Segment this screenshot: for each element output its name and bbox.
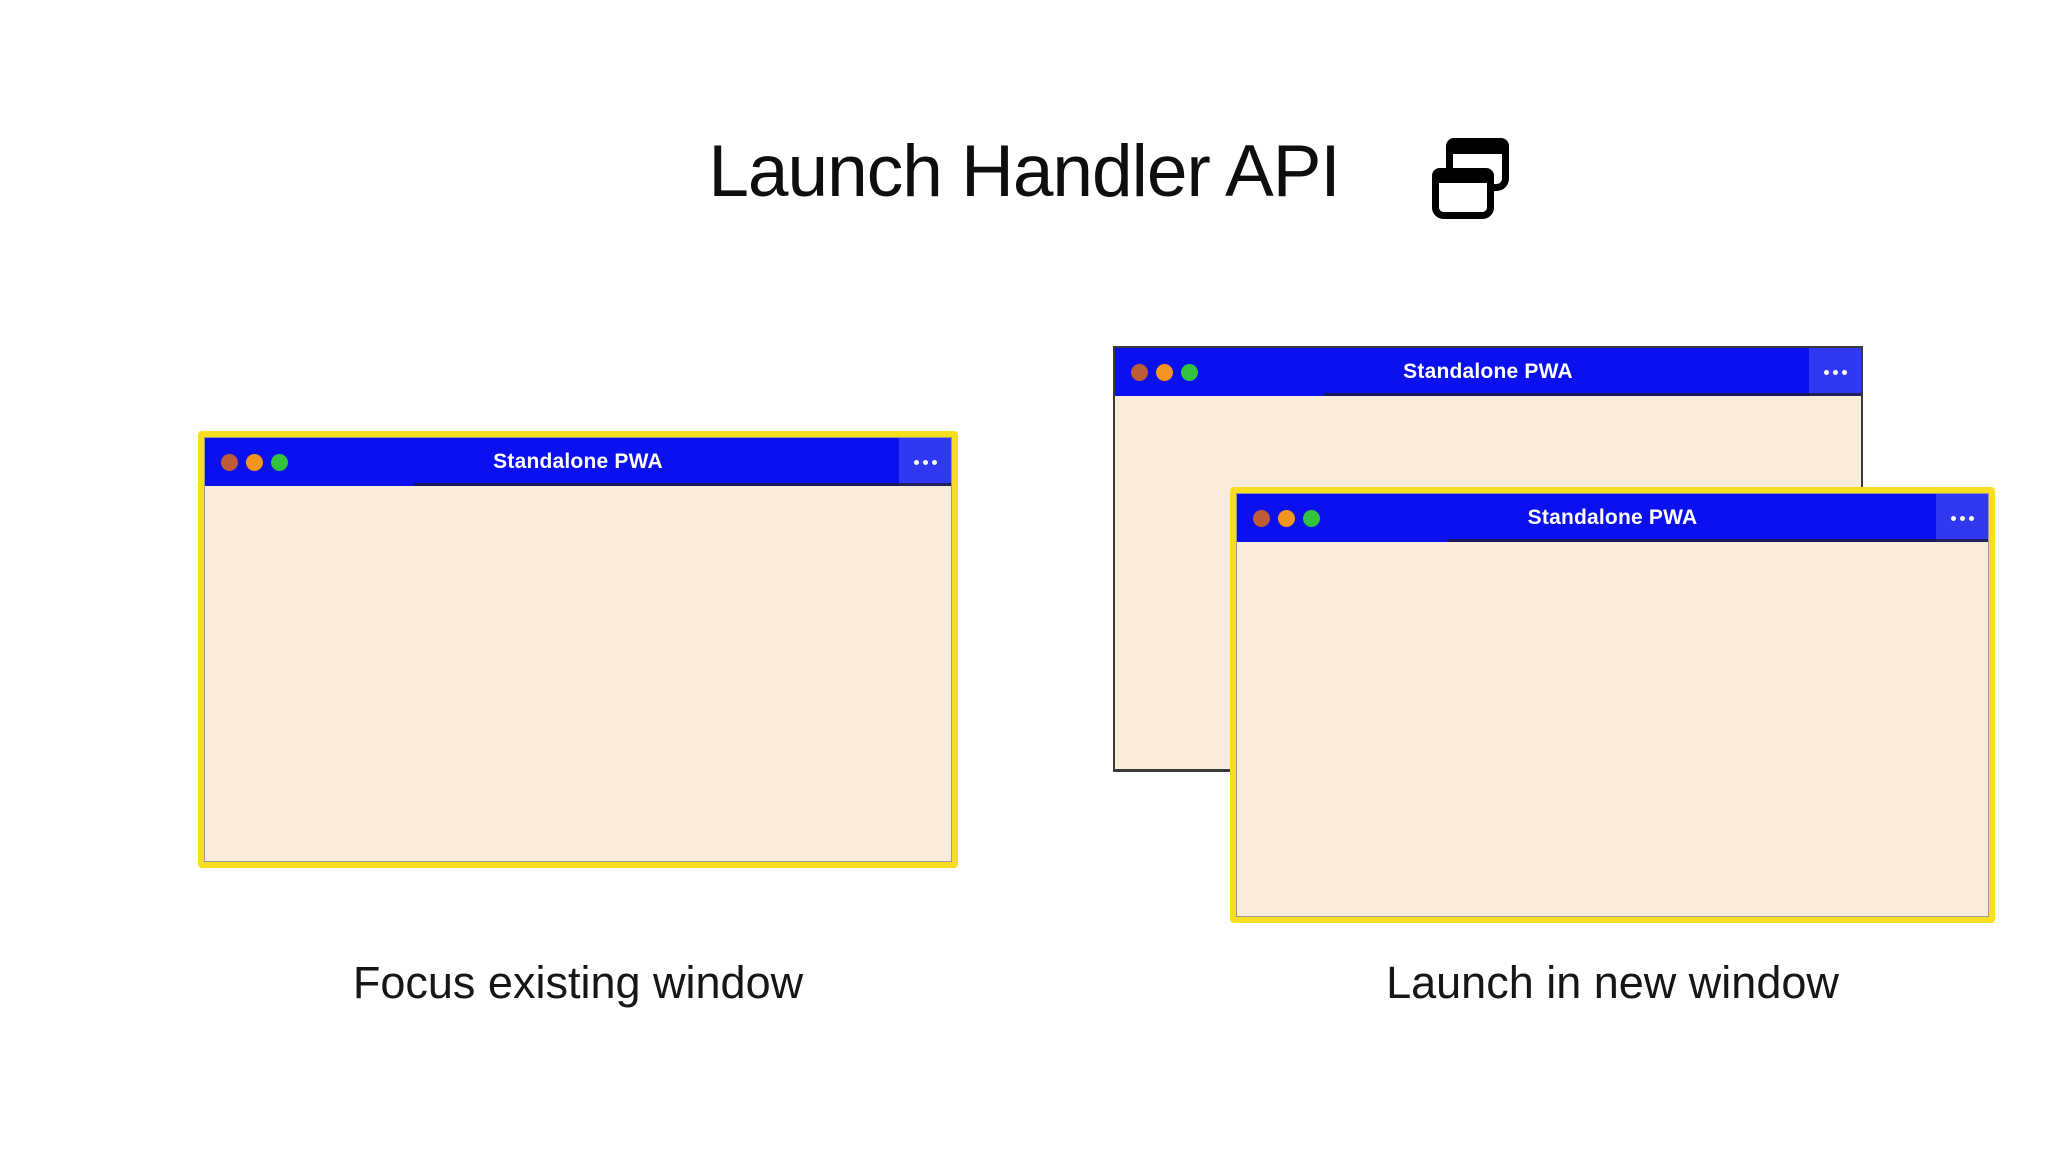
- pwa-window-new: Standalone PWA: [1230, 487, 1995, 923]
- traffic-light-green-icon: [1303, 509, 1320, 527]
- overlapping-windows-icon: [1432, 138, 1510, 220]
- caption-launch-new: Launch in new window: [1386, 957, 1839, 1008]
- traffic-light-green-icon: [1181, 363, 1198, 381]
- more-menu-icon: [1936, 494, 1988, 542]
- titlebar: Standalone PWA: [1237, 494, 1988, 542]
- window-title: Standalone PWA: [493, 450, 663, 473]
- window-frame: Standalone PWA: [1236, 493, 1989, 917]
- titlebar: Standalone PWA: [1115, 348, 1861, 396]
- window-body: [1237, 542, 1988, 916]
- pwa-window-focused: Standalone PWA: [198, 431, 958, 868]
- window-title: Standalone PWA: [1527, 506, 1698, 529]
- window-body: [205, 486, 951, 861]
- traffic-lights: [1253, 494, 1320, 542]
- caption-focus-existing: Focus existing window: [352, 957, 804, 1008]
- traffic-lights: [221, 438, 288, 486]
- traffic-light-green-icon: [271, 453, 288, 471]
- titlebar: Standalone PWA: [205, 438, 951, 486]
- traffic-light-red-icon: [1253, 509, 1270, 527]
- traffic-lights: [1131, 348, 1198, 396]
- more-menu-icon: [1809, 348, 1861, 396]
- more-menu-icon: [899, 438, 951, 486]
- page-title: Launch Handler API: [708, 131, 1340, 212]
- traffic-light-orange-icon: [246, 453, 263, 471]
- traffic-light-red-icon: [221, 453, 238, 471]
- traffic-light-red-icon: [1131, 363, 1148, 381]
- window-frame: Standalone PWA: [204, 437, 952, 862]
- traffic-light-orange-icon: [1156, 363, 1173, 381]
- traffic-light-orange-icon: [1278, 509, 1295, 527]
- window-title: Standalone PWA: [1403, 360, 1573, 383]
